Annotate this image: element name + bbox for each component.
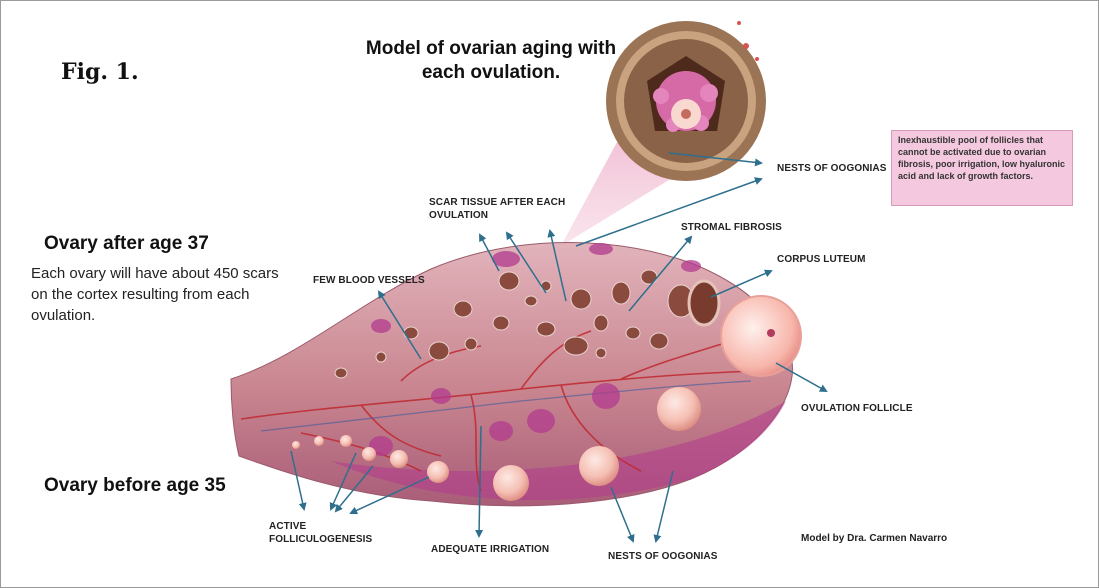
callout-box: Inexhaustible pool of follicles that can…: [891, 130, 1073, 206]
annotation-arrows: [290, 152, 828, 543]
label-scar-tissue: SCAR TISSUE AFTER EACH OVULATION: [429, 197, 566, 221]
label-few-blood-vessels: FEW BLOOD VESSELS: [313, 275, 425, 286]
scars: [334, 269, 695, 379]
heading-before-35: Ovary before age 35: [44, 475, 226, 496]
ovulation-follicle: [720, 295, 802, 377]
figure-title: Model of ovarian aging with each ovulati…: [365, 38, 617, 83]
label-nests-top: NESTS OF OOGONIAS: [777, 163, 887, 174]
figure-credit: Model by Dra. Carmen Navarro: [801, 533, 948, 544]
follicles: [292, 387, 701, 501]
heading-after-37: Ovary after age 37: [44, 233, 209, 254]
label-stromal-fibrosis: STROMAL FIBROSIS: [681, 222, 782, 233]
figure-label: Fig. 1.: [61, 59, 139, 85]
label-adequate-irrigation: ADEQUATE IRRIGATION: [431, 544, 550, 555]
oogonia-nest-inset: [606, 21, 766, 181]
label-active-folliculogenesis: ACTIVE FOLLICULOGENESIS: [269, 521, 373, 545]
description-after-37: Each ovary will have about 450 scars on …: [31, 265, 279, 324]
label-ovulation-follicle: OVULATION FOLLICLE: [801, 403, 913, 414]
label-corpus-luteum: CORPUS LUTEUM: [777, 254, 866, 265]
ovary-body: [230, 242, 793, 507]
label-nests-bottom: NESTS OF OOGONIAS: [608, 551, 718, 562]
corpus-luteum: [687, 279, 721, 327]
